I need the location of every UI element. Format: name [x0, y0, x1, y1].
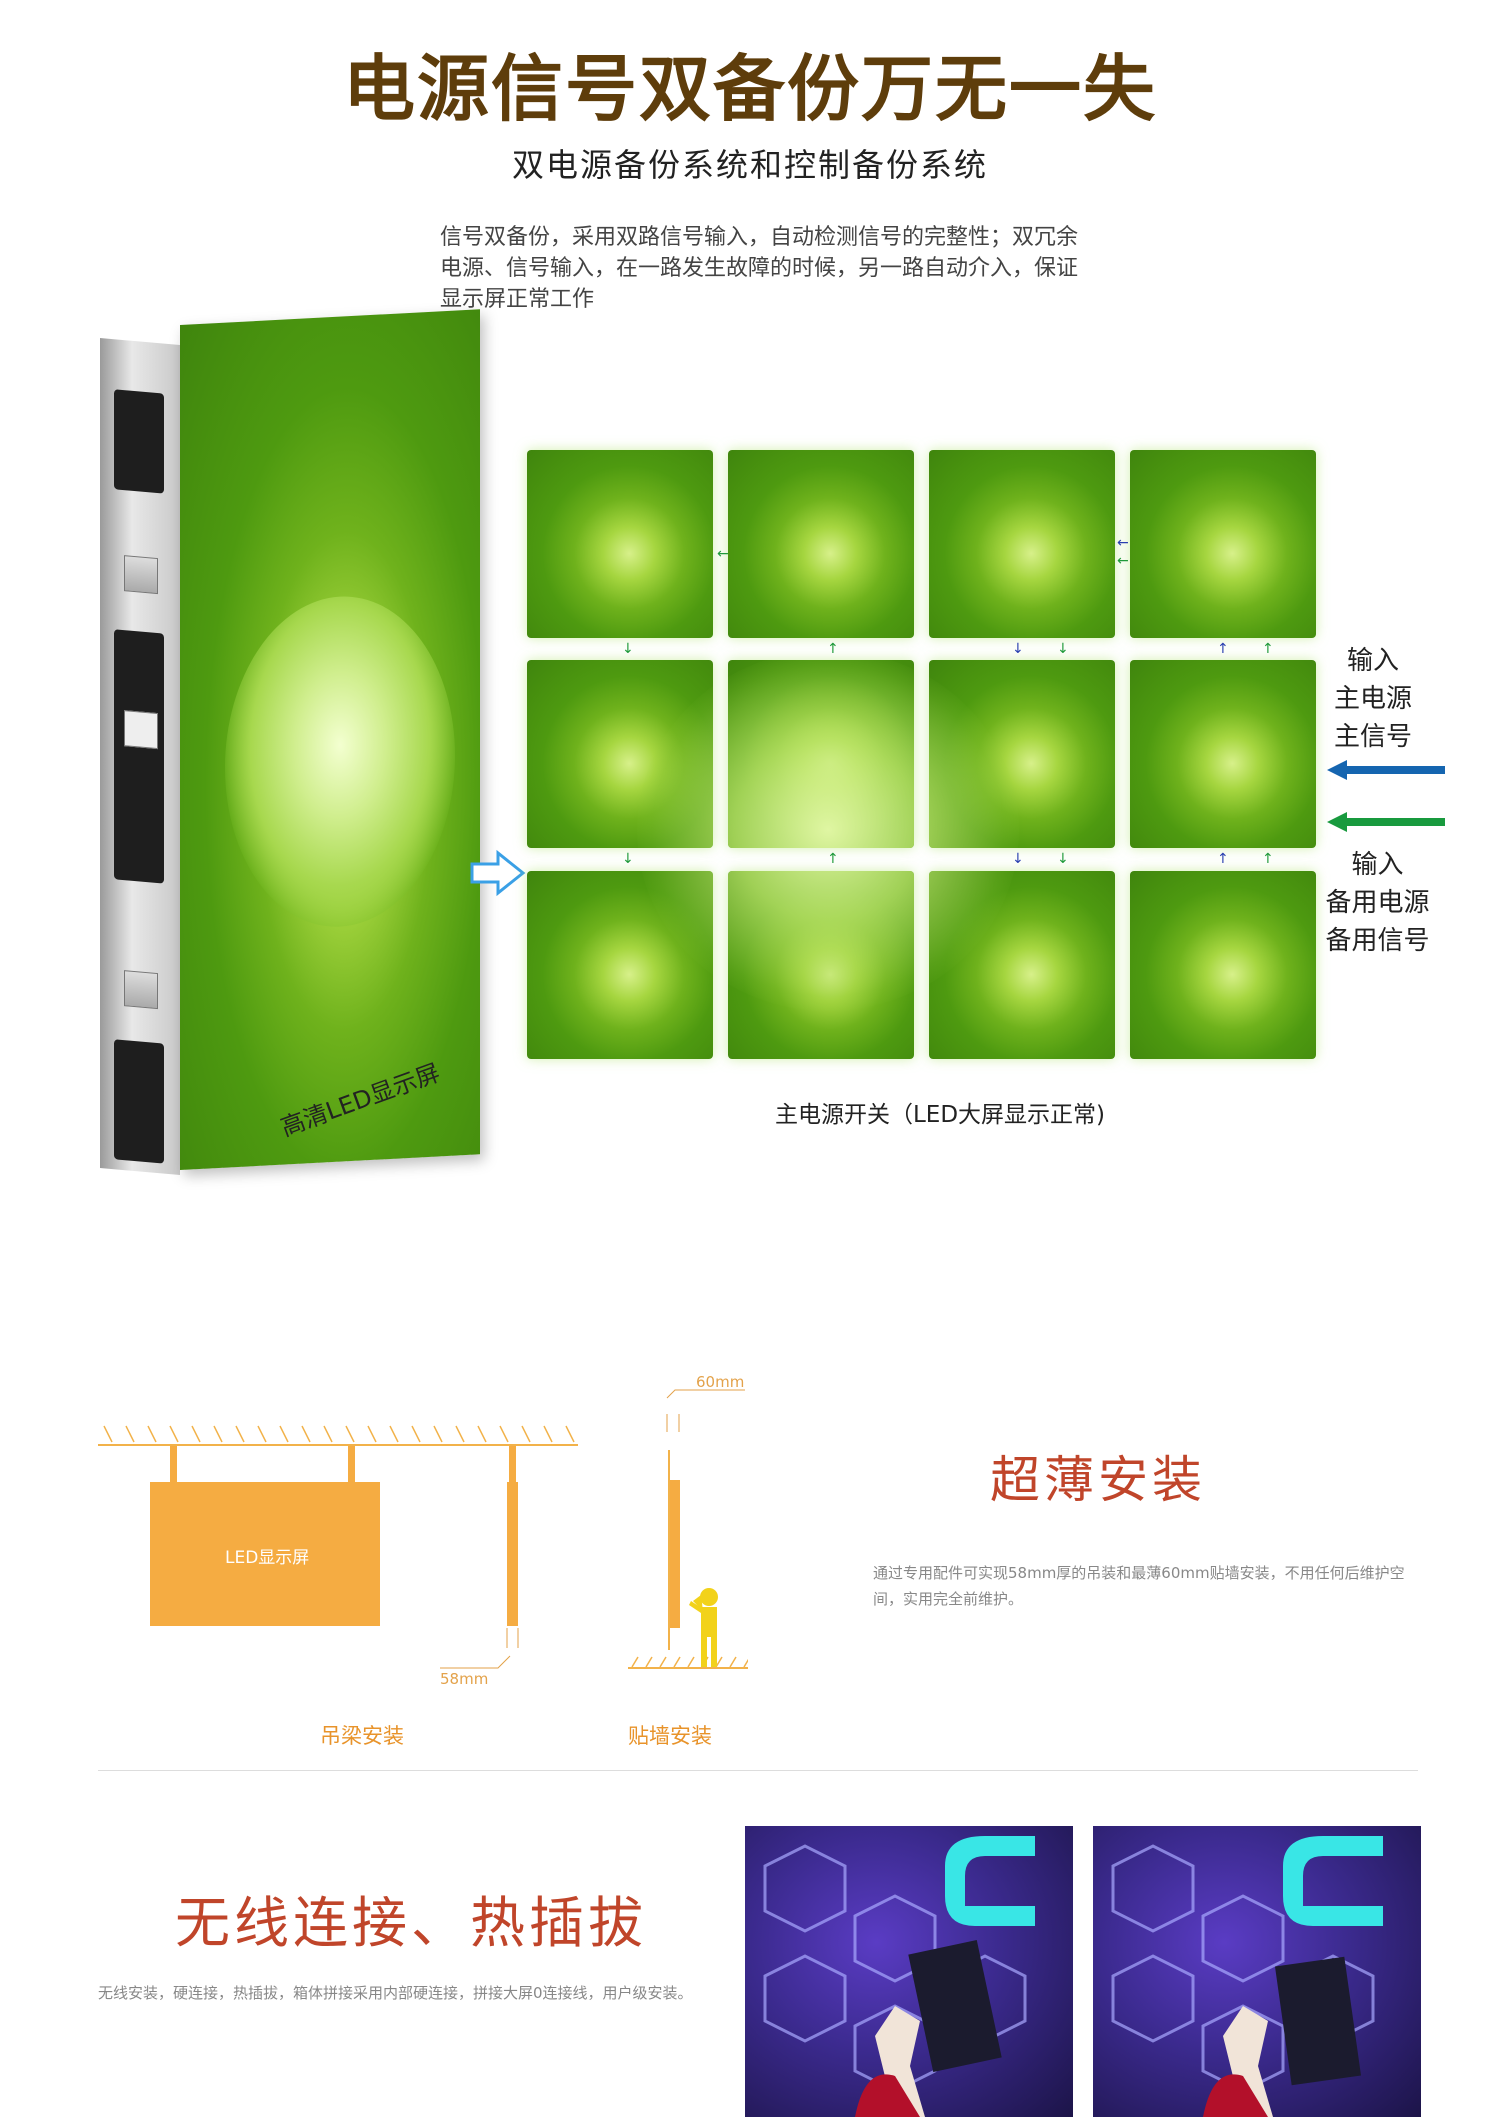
hanger-rod: [348, 1446, 355, 1484]
led-tile: [527, 871, 713, 1059]
wireless-description: 无线安装，硬连接，热插拔，箱体拼接采用内部硬连接，拼接大屏0连接线，用户级安装。: [98, 1984, 693, 2002]
ceiling-hatch: [103, 1425, 575, 1443]
led-tile: [527, 450, 713, 638]
grid-caption: 主电源开关（LED大屏显示正常): [774, 1102, 1106, 1128]
signal-arrow-icon: ↑: [1262, 641, 1274, 657]
worker-icon: [689, 1588, 718, 1667]
cabinet-lock: [124, 710, 158, 750]
led-tile: [1130, 871, 1316, 1059]
hexagon-wall: [1111, 1836, 1383, 2117]
signal-arrow-icon: ↓: [1012, 851, 1024, 867]
signal-arrow-icon: ←: [1117, 535, 1129, 551]
dimension-60-label: 60mm: [696, 1373, 745, 1391]
ultra-thin-title: 超薄安装: [990, 1451, 1206, 1509]
hanger-rod: [509, 1446, 516, 1484]
ceiling-line: [98, 1444, 578, 1446]
backup-input-label: 输入 备用电源 备用信号: [1325, 850, 1430, 956]
hanger-rod: [170, 1446, 177, 1484]
led-display-box: [150, 1482, 380, 1626]
sub-title: 双电源备份系统和控制备份系统: [511, 146, 988, 184]
signal-arrow-icon: ←: [1117, 553, 1129, 569]
signal-arrow-icon: ↓: [1057, 641, 1069, 657]
led-tile: [929, 660, 1115, 848]
dimension-60-marker: [666, 1389, 745, 1432]
ultra-thin-description: 通过专用配件可实现58mm厚的吊装和最薄60mm贴墙安装，不用任何后维护空间，实…: [873, 1564, 1405, 1608]
led-tile: [728, 450, 914, 638]
signal-arrow-icon: ↓: [622, 851, 634, 867]
signal-arrow-icon: ↑: [827, 851, 839, 867]
hot-plug-photo-2: [1093, 1826, 1421, 2117]
signal-arrow-icon: ←: [717, 546, 729, 562]
signal-arrow-icon: ↑: [1217, 641, 1229, 657]
signal-arrow-icon: ↑: [1217, 851, 1229, 867]
wireless-title: 无线连接、热插拔: [175, 1891, 648, 1955]
caption-wall: 贴墙安装: [628, 1724, 712, 1748]
caption-hanging: 吊梁安装: [320, 1724, 404, 1748]
led-tile-grid: ← ← ← ↓ ↑ ↓ ↓ ↑ ↑ ↓ ↑ ↓ ↓ ↑ ↑: [527, 450, 1320, 1068]
signal-arrow-icon: ↓: [622, 641, 634, 657]
floor-line: [628, 1667, 748, 1669]
dimension-58-marker: [440, 1628, 519, 1669]
hot-plug-photo-1: [745, 1826, 1073, 2117]
section-divider: [98, 1770, 1418, 1771]
led-tile: [728, 660, 914, 848]
led-cabinet-image: [100, 309, 480, 1180]
main-input-arrow-icon: [1327, 760, 1445, 780]
wall-line: [668, 1450, 670, 1650]
signal-arrow-icon: ↑: [1262, 851, 1274, 867]
led-tile: [929, 871, 1115, 1059]
main-input-label: 输入 主电源 主信号: [1333, 646, 1412, 752]
cabinet-screen: [180, 309, 480, 1170]
dimension-58-label: 58mm: [440, 1670, 489, 1688]
led-tile: [728, 871, 914, 1059]
signal-arrow-icon: ↑: [827, 641, 839, 657]
plant-bud: [225, 590, 455, 933]
led-tile: [929, 450, 1115, 638]
section1-description: 信号双备份，采用双路信号输入，自动检测信号的完整性；双冗余电源、信号输入，在一路…: [440, 225, 1079, 312]
wall-led-panel: [670, 1480, 680, 1628]
led-tile: [527, 660, 713, 848]
arrow-right-icon: [470, 849, 526, 897]
led-side-view: [507, 1482, 518, 1626]
backup-input-arrow-icon: [1327, 812, 1445, 832]
led-box-label: LED显示屏: [225, 1548, 310, 1568]
hexagon-wall: [763, 1836, 1035, 2117]
signal-arrow-icon: ↓: [1057, 851, 1069, 867]
main-title: 电源信号双备份万无一失: [342, 47, 1157, 131]
led-tile: [1130, 660, 1316, 848]
signal-arrow-icon: ↓: [1012, 641, 1024, 657]
led-tile: [1130, 450, 1316, 638]
cabinet-side-frame: [100, 338, 180, 1175]
